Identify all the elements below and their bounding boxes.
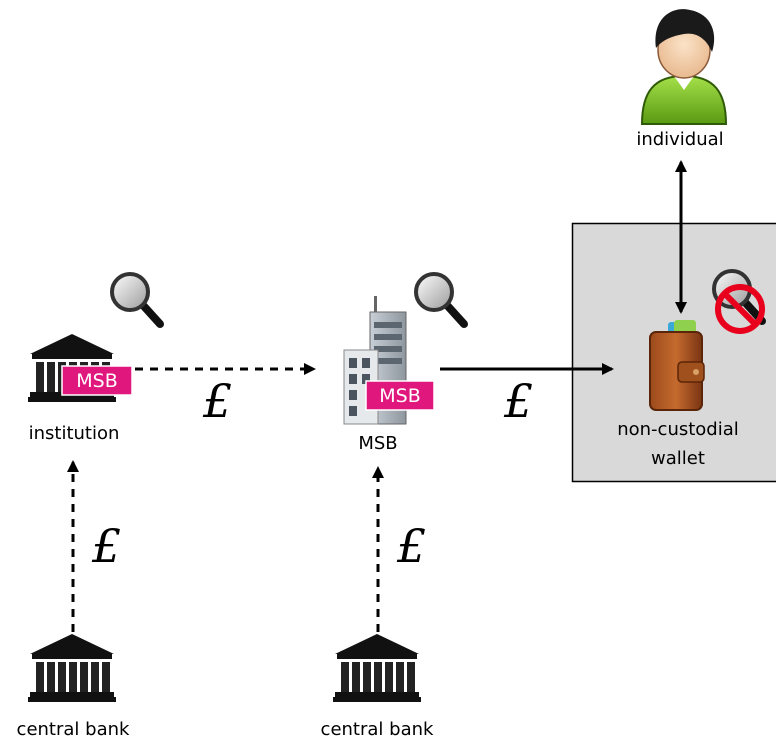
no-surveillance-icon: [712, 269, 766, 334]
central-bank-middle-label: central bank: [321, 719, 434, 740]
msb-badge-institution: MSB: [61, 365, 133, 396]
central-bank-left-label: central bank: [17, 719, 130, 740]
pound-symbol-top-left: £: [202, 374, 232, 428]
msb-label: MSB: [358, 433, 397, 454]
msb-badge-office: MSB: [365, 380, 435, 411]
magnifier-icon: [414, 272, 468, 328]
person-icon: [640, 9, 728, 125]
pound-symbol-bottom-middle: £: [396, 519, 426, 573]
pound-symbol-top-right: £: [503, 374, 533, 428]
bank-icon: [28, 634, 116, 702]
office-building-icon: [343, 296, 407, 425]
wallet-label-line1: non-custodial: [617, 419, 739, 440]
svg-text:MSB: MSB: [76, 370, 118, 392]
pound-symbol-bottom-left: £: [91, 519, 121, 573]
wallet-label-line2: wallet: [651, 448, 705, 469]
wallet-icon: [649, 320, 705, 411]
institution-label: institution: [29, 423, 120, 444]
individual-label: individual: [636, 129, 723, 150]
bank-icon: [333, 634, 421, 702]
svg-text:MSB: MSB: [379, 385, 421, 407]
magnifier-icon: [110, 272, 164, 328]
